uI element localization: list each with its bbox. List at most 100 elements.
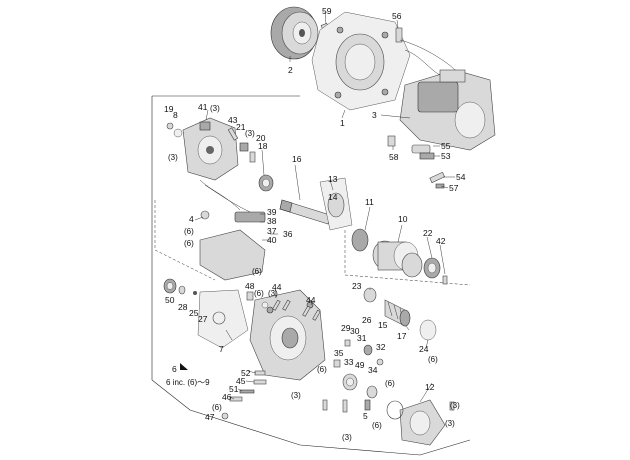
- label-32: 32: [376, 342, 386, 352]
- label-48-ref-b: (3): [268, 289, 278, 298]
- label-5-ref: (6): [372, 421, 382, 430]
- label-5: 5: [363, 411, 368, 421]
- parts-8-19: [166, 122, 183, 138]
- label-8: 8: [173, 110, 178, 120]
- label-35-ref: (6): [317, 365, 327, 374]
- part-labels: 2 59 56 1 3 55 53 58 54 57 19 8 41 (3) 4…: [164, 6, 466, 442]
- label-2: 2: [288, 65, 293, 75]
- label-13: 13: [328, 174, 338, 184]
- coupling-part: [270, 6, 319, 60]
- label-38: 38: [267, 216, 277, 226]
- label-26: 26: [362, 315, 372, 325]
- leader-lines: [194, 11, 455, 403]
- label-43: 43: [228, 115, 238, 125]
- label-50: 50: [165, 295, 175, 305]
- label-12-ref-b: (3): [445, 419, 455, 428]
- label-17: 17: [397, 331, 407, 341]
- bearing-18: [258, 174, 274, 192]
- label-10: 10: [398, 214, 408, 224]
- label-4-ref-b: (6): [184, 239, 194, 248]
- label-59: 59: [322, 6, 332, 16]
- label-1: 1: [340, 118, 345, 128]
- label-4-ref-a: (6): [184, 227, 194, 236]
- label-41: 41: [198, 102, 208, 112]
- label-15: 15: [378, 320, 388, 330]
- flange-housing: [311, 11, 411, 111]
- label-21-ref: (3): [245, 129, 255, 138]
- parts-5-34: [364, 385, 378, 411]
- label-bottom-ref: (3): [342, 433, 352, 442]
- control-block: [199, 179, 266, 281]
- label-12-ref-a: (3): [450, 401, 460, 410]
- parts-48: [246, 291, 269, 309]
- label-52: 52: [241, 368, 251, 378]
- label-22: 22: [423, 228, 433, 238]
- parts-20-21-43: [227, 127, 256, 163]
- label-47: 47: [205, 412, 215, 422]
- legend-number: 6: [172, 364, 177, 374]
- label-block-ref: (6): [252, 267, 262, 276]
- label-57: 57: [449, 183, 459, 193]
- bolts-bottom: [322, 399, 455, 413]
- label-46: 46: [222, 392, 232, 402]
- label-cover-ref: (3): [168, 153, 178, 162]
- assembly-frame: [151, 95, 471, 456]
- label-20: 20: [256, 133, 266, 143]
- label-58: 58: [389, 152, 399, 162]
- label-4: 4: [189, 214, 194, 224]
- label-7: 7: [219, 344, 224, 354]
- label-51: 51: [229, 384, 239, 394]
- gasket-7: [197, 289, 249, 349]
- label-42: 42: [436, 236, 446, 246]
- label-45: 45: [236, 376, 246, 386]
- label-34-ref: (6): [385, 379, 395, 388]
- bolt-56: [395, 27, 403, 43]
- label-24-ref: (6): [428, 355, 438, 364]
- label-40: 40: [267, 235, 277, 245]
- label-48-ref: (6): [254, 289, 264, 298]
- label-39: 39: [267, 207, 277, 217]
- cap-24: [419, 319, 437, 341]
- cylinder-block: [351, 228, 423, 278]
- parts-25-27-28-50: [163, 278, 197, 295]
- label-36: 36: [283, 229, 293, 239]
- label-housing-ref: (3): [291, 391, 301, 400]
- label-16: 16: [292, 154, 302, 164]
- parts-54-57: [429, 171, 446, 189]
- label-12: 12: [425, 382, 435, 392]
- label-44-a: 44: [272, 282, 282, 292]
- label-46-ref: (6): [212, 403, 222, 412]
- label-19: 19: [164, 104, 174, 114]
- label-56: 56: [392, 11, 402, 21]
- label-31: 31: [357, 333, 367, 343]
- label-24: 24: [419, 344, 429, 354]
- label-49: 49: [355, 360, 365, 370]
- end-cover-12: [386, 399, 446, 446]
- label-29: 29: [341, 323, 351, 333]
- label-34: 34: [368, 365, 378, 375]
- legend: 6 6 inc. (6)～9: [166, 363, 210, 387]
- label-33: 33: [344, 357, 354, 367]
- valve-plate-22-42: [423, 257, 448, 285]
- pump-assembly: [399, 39, 496, 151]
- label-53: 53: [441, 151, 451, 161]
- bolts-44: [272, 299, 321, 321]
- label-23: 23: [352, 281, 362, 291]
- label-35: 35: [334, 348, 344, 358]
- label-11: 11: [365, 197, 374, 207]
- label-41-ref: (3): [210, 104, 220, 113]
- label-25: 25: [189, 308, 199, 318]
- label-37: 37: [267, 226, 277, 236]
- label-48: 48: [245, 281, 255, 291]
- label-14: 14: [328, 192, 338, 202]
- label-27: 27: [198, 314, 208, 324]
- label-3: 3: [372, 110, 377, 120]
- legend-note: 6 inc. (6)～9: [166, 378, 210, 387]
- label-18: 18: [258, 141, 268, 151]
- swash-plate-13-14: [319, 177, 353, 231]
- label-55: 55: [441, 141, 451, 151]
- label-21: 21: [236, 122, 246, 132]
- label-54: 54: [456, 172, 466, 182]
- legend-marker-icon: [180, 363, 188, 370]
